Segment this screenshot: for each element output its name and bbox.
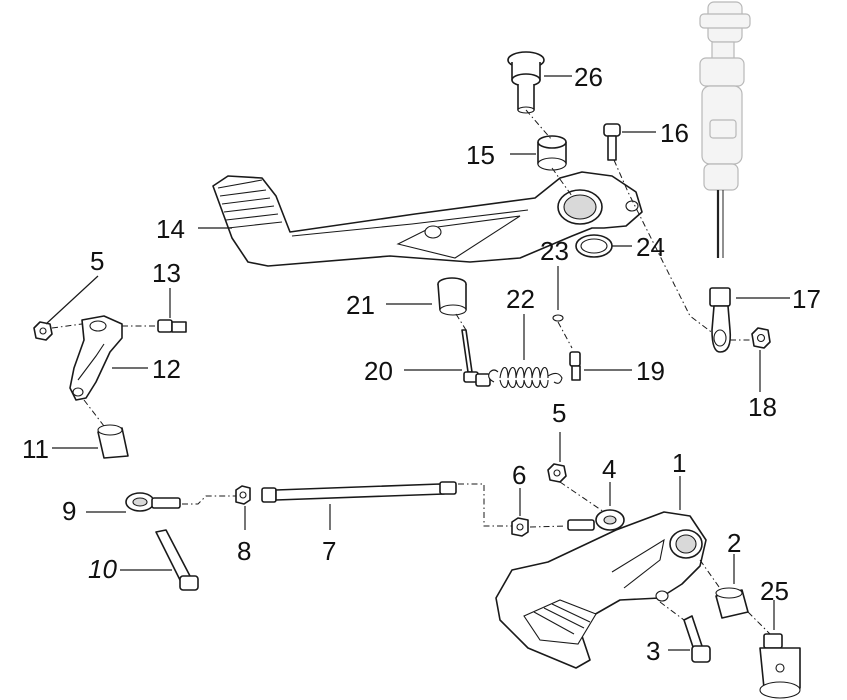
part-15-bushing-drawing bbox=[537, 135, 567, 171]
part-4-rod-end-drawing bbox=[567, 509, 625, 531]
callout-13: 13 bbox=[152, 258, 181, 288]
callout-14: 14 bbox=[156, 214, 185, 244]
part-23-pin-drawing bbox=[552, 314, 564, 322]
part-5-nut-right-drawing bbox=[547, 463, 567, 483]
part-21-spacer-drawing bbox=[437, 277, 467, 316]
callout-15: 15 bbox=[466, 140, 495, 170]
part-18-nut-drawing bbox=[751, 327, 771, 349]
callout-22: 22 bbox=[506, 284, 535, 314]
part-8-nut-drawing bbox=[235, 485, 251, 505]
part-9-rod-end-drawing bbox=[125, 492, 181, 512]
callout-5-right: 5 bbox=[552, 398, 566, 428]
callout-24: 24 bbox=[636, 232, 665, 262]
callout-5-left: 5 bbox=[90, 246, 104, 276]
callout-23: 23 bbox=[540, 236, 569, 266]
callout-11: 11 bbox=[22, 434, 49, 464]
part-2-bushing-drawing bbox=[715, 587, 749, 619]
callout-20: 20 bbox=[364, 356, 393, 386]
callout-16: 16 bbox=[660, 118, 689, 148]
part-16-bolt-drawing bbox=[603, 123, 621, 161]
part-5-nut-left-drawing bbox=[33, 321, 53, 341]
part-13-bolt-drawing bbox=[157, 319, 187, 333]
callout-12: 12 bbox=[152, 354, 181, 384]
callout-9: 9 bbox=[62, 496, 76, 526]
brake-pedal-lever-drawing bbox=[212, 171, 643, 267]
part-22-spring-drawing bbox=[488, 366, 563, 389]
callout-4: 4 bbox=[602, 454, 616, 484]
callout-3: 3 bbox=[646, 636, 660, 666]
callout-1: 1 bbox=[672, 448, 686, 478]
part-10-bolt-drawing bbox=[155, 529, 199, 591]
part-19-stud-drawing bbox=[569, 351, 581, 381]
part-11-sleeve-drawing bbox=[97, 424, 129, 459]
part-12-bracket-drawing bbox=[69, 315, 123, 401]
callout-17: 17 bbox=[792, 284, 821, 314]
callout-21: 21 bbox=[346, 290, 375, 320]
callout-2: 2 bbox=[727, 528, 741, 558]
part-24-ring-drawing bbox=[575, 234, 613, 258]
callout-7: 7 bbox=[322, 536, 336, 566]
part-17-clevis-drawing bbox=[709, 287, 732, 353]
part-6-nut-drawing bbox=[511, 517, 529, 537]
callout-10: 10 bbox=[88, 554, 117, 584]
callout-25: 25 bbox=[760, 576, 789, 606]
part-3-bolt-drawing bbox=[683, 615, 711, 663]
master-cylinder-drawing bbox=[699, 1, 751, 258]
callout-26: 26 bbox=[574, 62, 603, 92]
part-25-plug-drawing bbox=[759, 633, 801, 699]
part-7-rod-drawing bbox=[261, 481, 457, 503]
callout-8: 8 bbox=[237, 536, 251, 566]
leader-lines bbox=[45, 75, 790, 651]
part-26-bushing-drawing bbox=[507, 51, 545, 114]
callout-labels: 1 2 3 4 5 5 6 7 8 9 10 11 12 13 14 15 16… bbox=[22, 62, 821, 666]
callout-18: 18 bbox=[748, 392, 777, 422]
part-20-bolt-drawing bbox=[461, 329, 491, 387]
callout-6: 6 bbox=[512, 460, 526, 490]
part-1-footpeg-bracket-drawing bbox=[495, 511, 707, 669]
callout-19: 19 bbox=[636, 356, 665, 386]
